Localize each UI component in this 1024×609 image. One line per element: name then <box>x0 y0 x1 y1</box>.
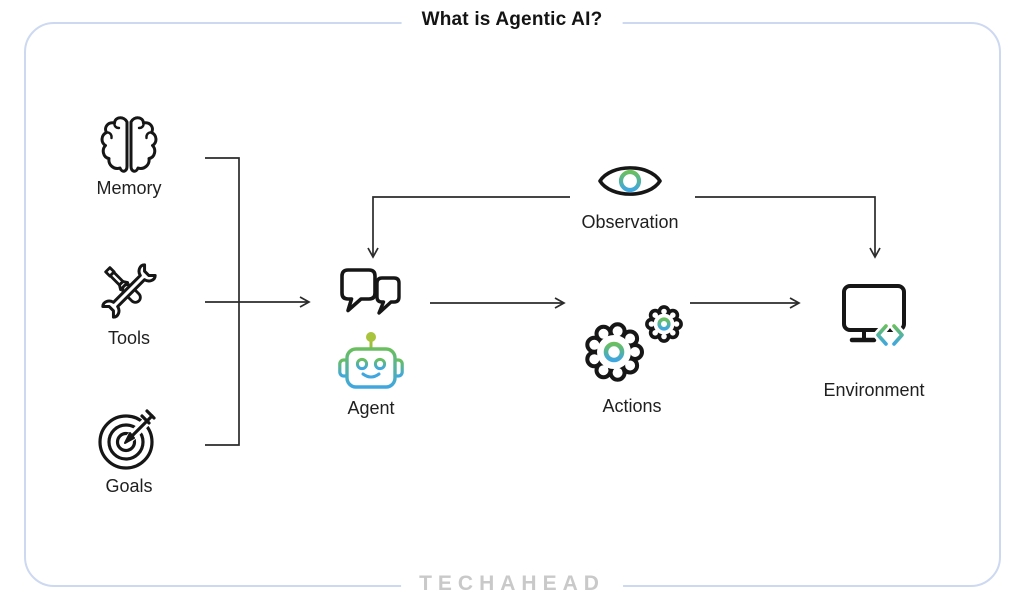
node-goals: Goals <box>69 404 189 497</box>
eye-icon <box>598 166 662 196</box>
arrowhead-to-agent <box>299 296 311 308</box>
code-brackets <box>873 321 907 349</box>
observation-label: Observation <box>581 212 679 232</box>
agent-label: Agent <box>347 398 395 418</box>
page-title: What is Agentic AI? <box>401 9 623 31</box>
wrench-screwdriver-icon <box>101 263 157 319</box>
brain-icon <box>100 116 158 173</box>
node-actions: Actions <box>572 300 692 417</box>
edge-observation-environment <box>695 196 876 255</box>
target-dart-icon <box>98 409 158 470</box>
node-environment: Environment <box>814 282 934 401</box>
node-tools: Tools <box>69 258 189 349</box>
big-gear <box>585 322 644 382</box>
arrowhead-actions-environment <box>789 297 801 309</box>
content-frame <box>24 22 1001 587</box>
actions-label: Actions <box>602 396 662 416</box>
tools-label: Tools <box>107 328 151 348</box>
arrowhead-agent-actions <box>554 297 566 309</box>
edge-observation-agent <box>372 196 570 255</box>
memory-label: Memory <box>96 178 162 198</box>
monitor-code-icon <box>842 284 907 349</box>
gears-icon <box>585 305 683 382</box>
node-memory: Memory <box>69 110 189 199</box>
wrench-part <box>101 263 157 319</box>
small-gear <box>645 305 683 343</box>
environment-label: Environment <box>823 380 925 400</box>
antenna-dot <box>366 332 376 342</box>
chat-bubbles-icon <box>340 268 401 315</box>
robot-icon <box>338 332 404 389</box>
arrowhead-observation-agent <box>367 247 379 259</box>
node-agent: Agent <box>310 266 432 419</box>
arrowhead-observation-environment <box>869 247 881 259</box>
brand-logo: TECHAHEAD <box>401 572 623 596</box>
goals-label: Goals <box>105 476 153 496</box>
node-observation: Observation <box>570 158 690 233</box>
